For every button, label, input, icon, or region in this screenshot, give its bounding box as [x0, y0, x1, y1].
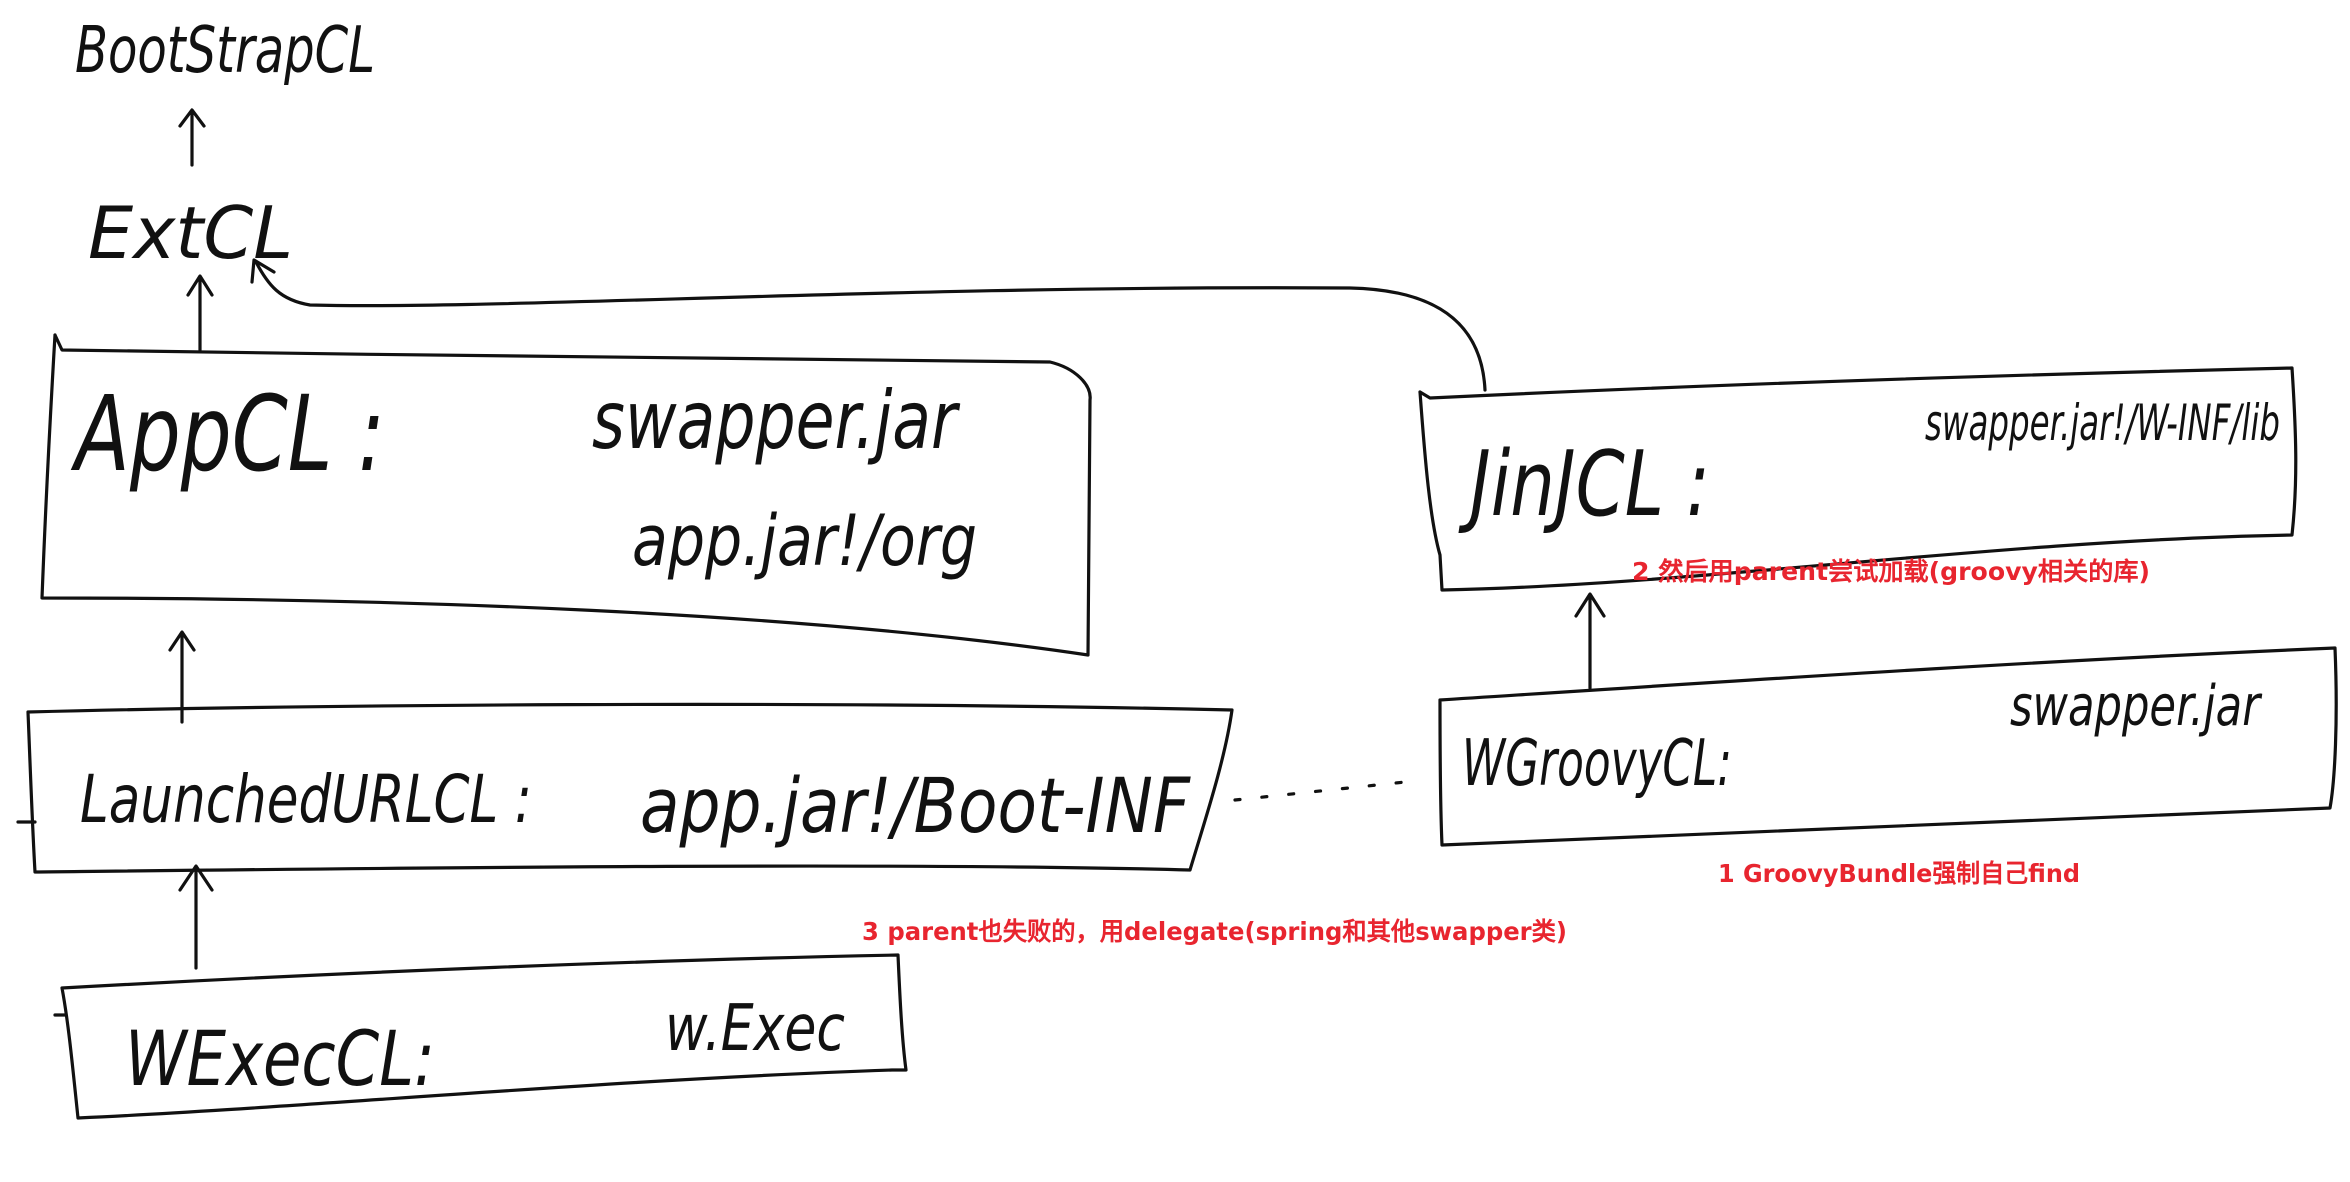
appcl-path-app: app.jar!/org [632, 500, 977, 582]
appcl-path-swapper: swapper.jar [592, 374, 961, 467]
jinjcl-box [1418, 366, 2298, 592]
launchedurlcl-label: LaunchedURLCL : [80, 761, 532, 838]
wexeccl-box [53, 953, 908, 1120]
note-step-3: 3 parent也失败的，用delegate(spring和其他swapper类… [862, 917, 1567, 946]
bootstrapcl-label: BootStrapCL [75, 14, 375, 88]
arrow-launched-to-app [168, 630, 196, 724]
appcl-box [40, 333, 1092, 657]
wgroovycl-label: WGroovyCL: [1462, 727, 1732, 801]
appcl-label: AppCL : [70, 373, 385, 495]
launchedurlcl-box [16, 702, 1234, 874]
jinjcl-label: JinJCL : [1458, 432, 1710, 537]
note-step-2: 2 然后用parent尝试加载(groovy相关的库) [1632, 557, 2150, 586]
arrow-jinj-to-ext [250, 258, 1487, 392]
arrow-app-to-ext [186, 274, 214, 352]
wexeccl-label: WExecCL: [125, 1014, 435, 1103]
wgroovycl-path: swapper.jar [2010, 674, 2262, 739]
arrow-ext-to-bootstrap [178, 108, 206, 167]
arrow-wexec-to-launched [178, 864, 214, 970]
jinjcl-path: swapper.jar!/W-INF/lib [1925, 394, 2280, 452]
wexeccl-path: w.Exec [665, 992, 845, 1066]
wgroovycl-box [1438, 646, 2338, 847]
arrow-wgroovy-to-jinj [1574, 592, 1606, 690]
dotted-link-launched-wgroovy [1233, 780, 1407, 802]
launchedurlcl-path: app.jar!/Boot-INF [640, 761, 1191, 850]
extcl-label: ExtCL [88, 191, 293, 275]
note-step-1: 1 GroovyBundle强制自己find [1718, 859, 2080, 888]
